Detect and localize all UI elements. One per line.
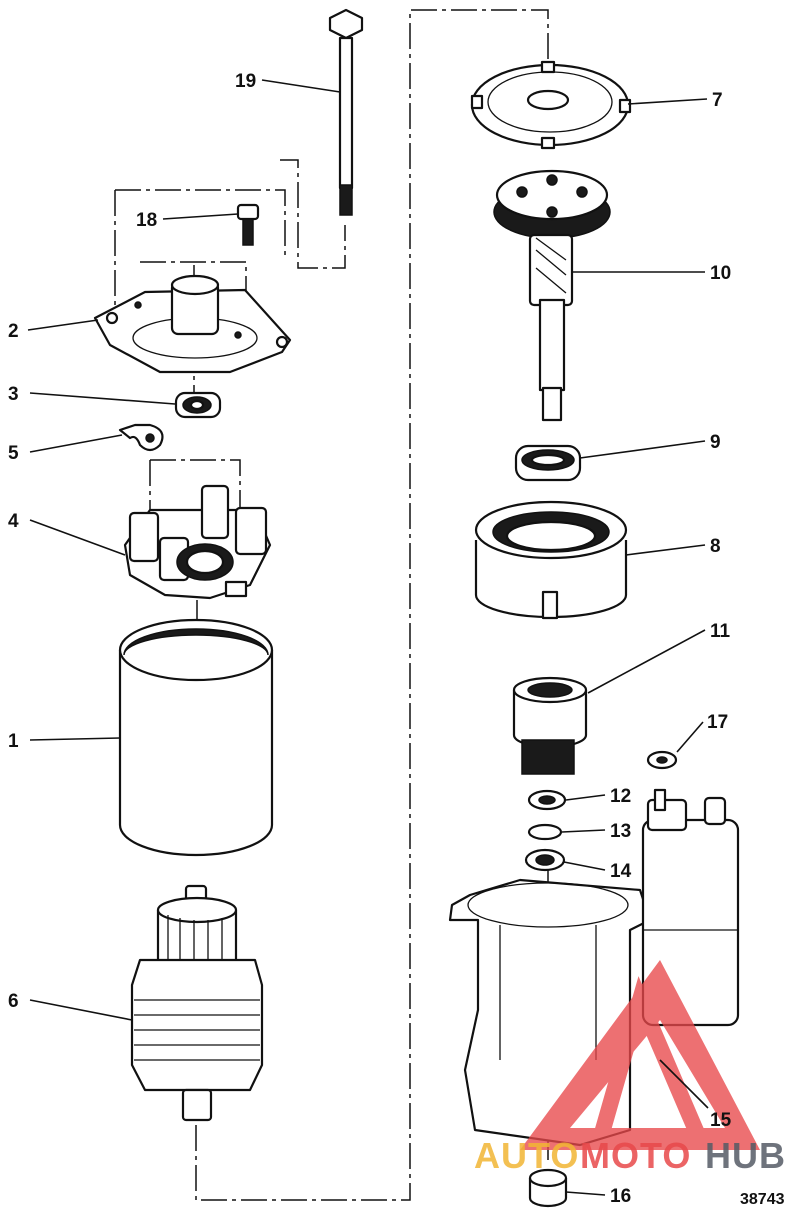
drive-shaft (493, 169, 611, 422)
callout-6: 6 (8, 991, 19, 1012)
callout-14: 14 (610, 861, 632, 882)
callout-12: 12 (610, 786, 631, 807)
needle-bearing (514, 444, 582, 482)
drive-housing (448, 878, 652, 1147)
thrust-washer (527, 789, 567, 811)
frame-housing (118, 618, 274, 857)
watermark-moto: MOTO (580, 1135, 691, 1176)
callout-19: 19 (235, 71, 256, 92)
end-bushing (528, 1168, 568, 1208)
watermark-text: AUTO MOTO HUB (474, 1135, 786, 1176)
stop-collar (524, 848, 566, 872)
watermark-auto: AUTO (474, 1135, 579, 1176)
callout-15: 15 (710, 1110, 732, 1131)
brush-holder (123, 484, 272, 600)
cover-plate (470, 60, 632, 150)
leader-lines (27, 79, 709, 1196)
bearing (174, 391, 222, 419)
callout-17: 17 (707, 712, 728, 733)
through-bolt (328, 8, 364, 216)
callout-1: 1 (8, 731, 19, 752)
watermark-hub: HUB (705, 1135, 786, 1176)
pinion-drive (512, 676, 588, 775)
callout-8: 8 (710, 536, 721, 557)
snap-ring (527, 823, 563, 841)
callout-9: 9 (710, 432, 721, 453)
screw (236, 203, 260, 246)
callout-13: 13 (610, 821, 631, 842)
brush-spring (118, 423, 164, 452)
callout-3: 3 (8, 384, 19, 405)
callout-2: 2 (8, 321, 19, 342)
callouts: 1 2 3 4 5 6 7 8 9 10 11 12 13 14 15 16 1… (8, 71, 785, 1208)
callout-10: 10 (710, 263, 731, 284)
callout-4: 4 (8, 511, 19, 532)
figure-number: 38743 (740, 1191, 785, 1208)
ring-gear (474, 500, 628, 620)
callout-5: 5 (8, 443, 19, 464)
callout-11: 11 (710, 621, 731, 642)
callout-18: 18 (136, 210, 157, 231)
armature (130, 884, 264, 1122)
terminal-nut (646, 750, 678, 770)
callout-16: 16 (610, 1186, 631, 1207)
callout-7: 7 (712, 90, 723, 111)
end-cap (93, 274, 292, 374)
